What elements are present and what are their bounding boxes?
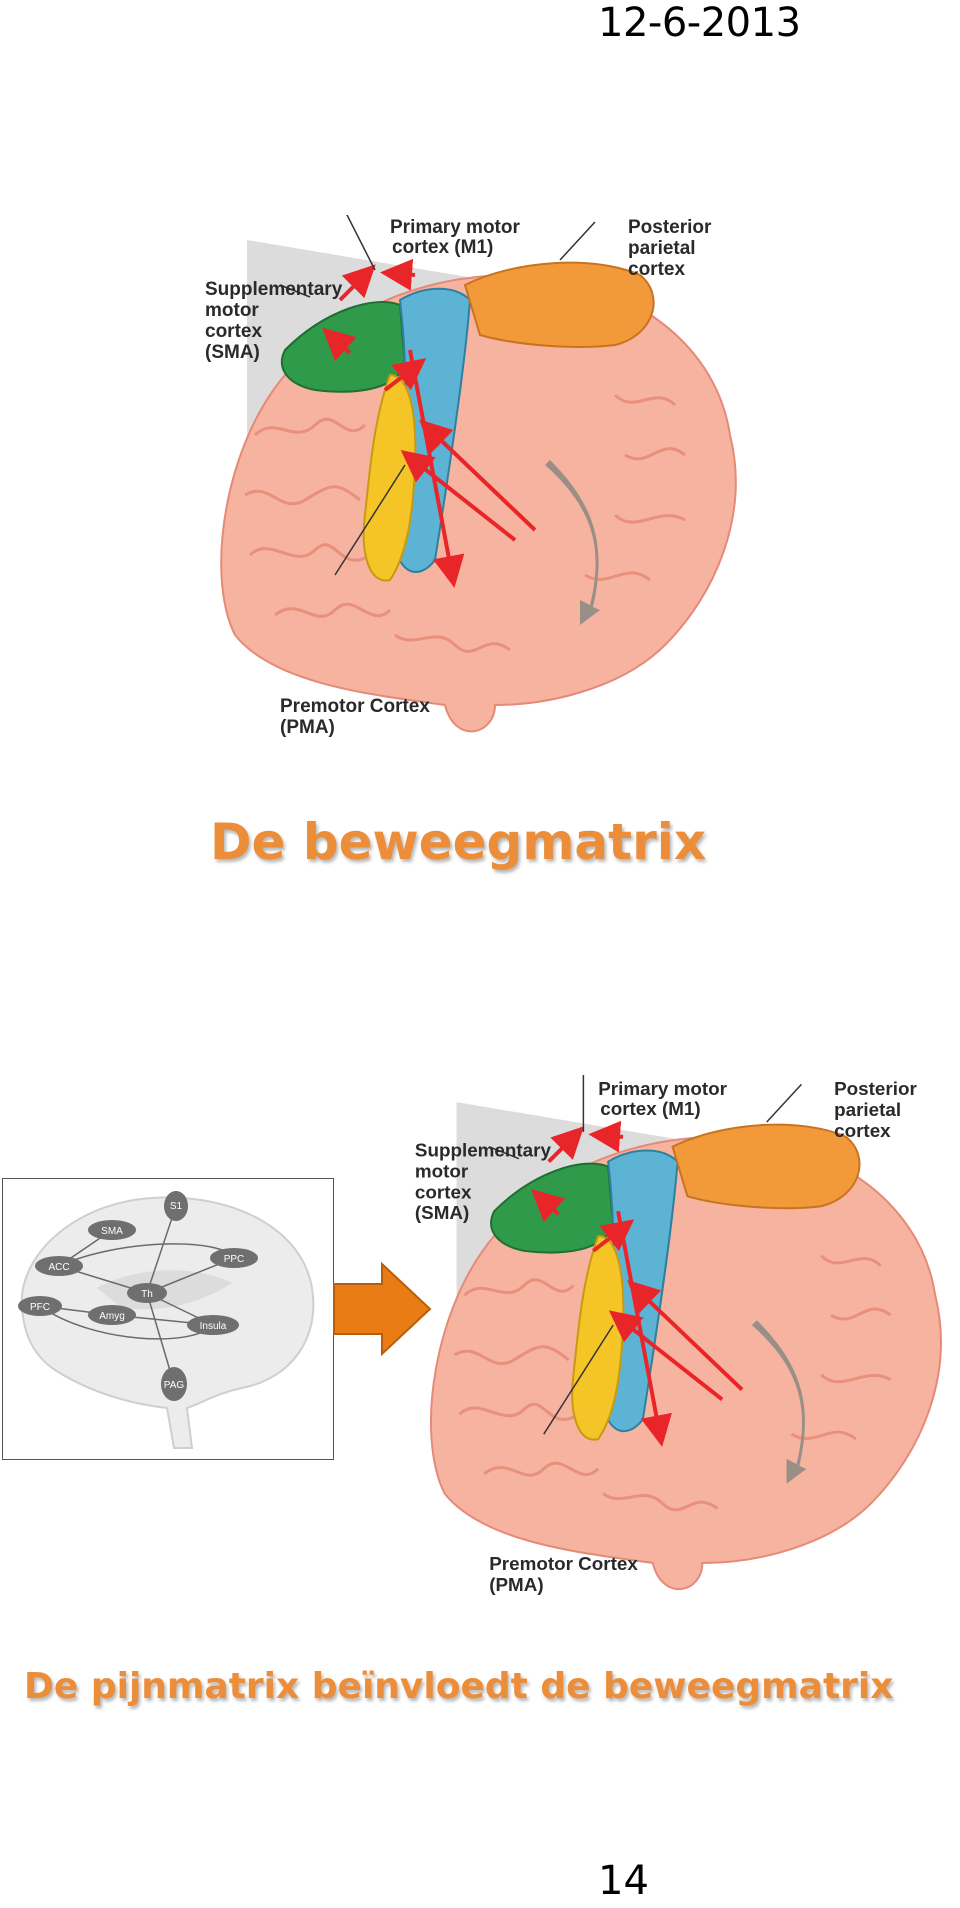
- label-sma-4: (SMA): [205, 342, 260, 363]
- label-sma-1: Supplementary: [415, 1140, 552, 1161]
- label-posterior-3: cortex: [628, 259, 685, 280]
- label-premotor-2: (PMA): [280, 717, 335, 738]
- node-ppc: PPC: [224, 1254, 245, 1265]
- label-primary-motor-1: Primary motor: [598, 1078, 727, 1099]
- label-posterior-3: cortex: [834, 1120, 891, 1141]
- label-sma-3: cortex: [205, 321, 262, 342]
- node-pag: PAG: [164, 1380, 185, 1391]
- node-sma: SMA: [101, 1226, 123, 1237]
- label-posterior-1: Posterior: [628, 217, 712, 238]
- slide-title-beweegmatrix: De beweegmatrix: [210, 813, 707, 871]
- node-pfc: PFC: [30, 1302, 50, 1313]
- label-sma-3: cortex: [415, 1181, 472, 1202]
- node-s1: S1: [170, 1201, 183, 1212]
- label-premotor-2: (PMA): [489, 1574, 543, 1595]
- node-insula: Insula: [200, 1321, 227, 1332]
- pain-matrix-diagram: S1 SMA PPC ACC Th PFC Amyg Insula PAG: [2, 1178, 334, 1460]
- premotor-region: [362, 373, 417, 582]
- transition-arrow-icon: [333, 1262, 432, 1357]
- node-th: Th: [141, 1289, 153, 1300]
- label-primary-motor-2: cortex (M1): [600, 1098, 700, 1119]
- page-number: 14: [598, 1858, 649, 1904]
- rotation-arrow: [545, 460, 600, 625]
- label-posterior-1: Posterior: [834, 1078, 917, 1099]
- label-sma-1: Supplementary: [205, 279, 343, 300]
- slide-title-pijnmatrix: De pijnmatrix beïnvloedt de beweegmatrix: [24, 1666, 894, 1707]
- motor-cortex-labels: Primary motor cortex (M1) Posterior pari…: [205, 217, 712, 738]
- leader-lines: [279, 215, 596, 576]
- label-posterior-2: parietal: [834, 1099, 901, 1120]
- label-sma-4: (SMA): [415, 1202, 469, 1223]
- label-premotor-1: Premotor Cortex: [489, 1553, 638, 1574]
- label-primary-motor-1: Primary motor: [390, 217, 520, 238]
- posterior-parietal-region: [463, 261, 655, 348]
- label-primary-motor-2: cortex (M1): [392, 237, 493, 258]
- label-premotor-1: Premotor Cortex: [280, 696, 430, 717]
- node-amyg: Amyg: [99, 1311, 125, 1322]
- motor-cortex-figure: [220, 215, 737, 733]
- brain-gyri: [244, 393, 686, 653]
- label-posterior-2: parietal: [628, 238, 696, 259]
- label-sma-2: motor: [415, 1160, 469, 1181]
- network-nodes: S1 SMA PPC ACC Th PFC Amyg Insula PAG: [18, 1191, 258, 1401]
- motor-cortex-figure-2: Primary motor cortex (M1) Posterior pari…: [415, 1075, 942, 1595]
- node-acc: ACC: [48, 1262, 69, 1273]
- connection-arrows: [322, 258, 537, 588]
- label-sma-2: motor: [205, 300, 259, 321]
- header-date: 12-6-2013: [598, 0, 801, 46]
